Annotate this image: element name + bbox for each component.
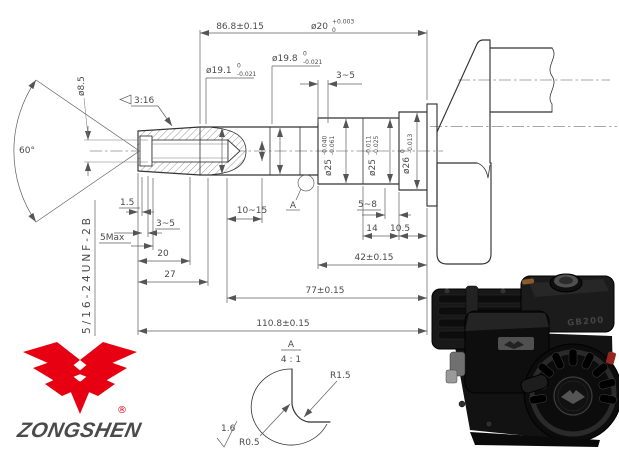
dia20-sup: +0.003 <box>332 19 354 26</box>
shaft-section-view <box>138 127 247 175</box>
dim-20-label: 20 <box>157 249 169 259</box>
dim-5max: 5Max <box>99 178 154 250</box>
dia25-a-base: ø25 <box>324 159 334 176</box>
dia19-8-sub: -0.021 <box>303 59 323 66</box>
dim-1-5-label: 1.5 <box>120 198 134 208</box>
dim-10-5: 10.5 <box>390 224 427 239</box>
dim-dia20: ø20 +0.003 0 <box>311 19 354 35</box>
dia26-base: ø26 <box>402 157 412 174</box>
thread-spec-label: 5/16-24UNF-2B <box>81 215 93 334</box>
dia26-sup: 0 <box>400 149 407 153</box>
dim-10-15-label: 10~15 <box>237 206 267 216</box>
shaft-outline <box>137 111 428 191</box>
dia19-8-sup: 0 <box>303 51 307 58</box>
dia25-b-sup: -0.011 <box>366 135 373 155</box>
dim-14: 14 <box>362 186 400 240</box>
dim-dia25-a: ø25 -0.040 -0.061 <box>322 135 337 176</box>
dim-3-5-left: 3~5 <box>114 176 180 237</box>
dia25-b-sub: -0.025 <box>373 135 380 155</box>
dim-dia25-b: ø25 -0.011 -0.025 <box>366 135 381 176</box>
dim-77: 77±0.15 <box>227 286 427 301</box>
dia20-sub: 0 <box>332 27 336 34</box>
dim-5-8-label: 5~8 <box>358 200 377 210</box>
dim-10-5-label: 10.5 <box>390 224 410 234</box>
dim-14-label: 14 <box>366 224 378 234</box>
registered-mark: ® <box>117 405 127 416</box>
detail-title: A <box>288 340 295 350</box>
pull-handle <box>520 374 549 394</box>
dia20-base: ø20 <box>311 22 328 32</box>
recoil-starter <box>520 343 619 443</box>
detail-marker-label: A <box>290 201 297 211</box>
dia25-a-sub: -0.061 <box>329 135 336 155</box>
dia-8-5-label: ø8.5 <box>77 76 87 96</box>
detail-view-a: A 4 : 1 R1.5 R0.5 1.6 <box>216 340 351 448</box>
break-line <box>549 47 555 112</box>
radius-r0-5-label: R0.5 <box>239 438 260 448</box>
engine-model-label: GB200 <box>567 315 605 328</box>
dim-10-15: 10~15 <box>226 178 267 303</box>
zongshen-logo-emblem <box>23 342 137 414</box>
dim-5-8: 5~8 <box>357 188 411 219</box>
dia26-sub: -0.013 <box>407 133 414 153</box>
surface-finish-symbol: 1.6 <box>216 420 238 448</box>
surface-finish-value: 1.6 <box>221 424 236 434</box>
taper-label: 3:16 <box>134 96 154 106</box>
emblem-wing-glyph <box>561 390 585 404</box>
dim-dia19-1: ø19.1 0 -0.021 <box>205 63 257 124</box>
crank-web <box>426 39 555 265</box>
zongshen-logo: ® ZONGSHEN <box>15 342 144 442</box>
dim-5max-label: 5Max <box>100 233 125 243</box>
radius-r1-5-label: R1.5 <box>330 371 351 381</box>
dim-42: 42±0.15 <box>317 186 428 335</box>
dim-86-8: 86.8±0.15 <box>199 22 428 124</box>
detail-scale: 4 : 1 <box>281 355 301 365</box>
dim-110-8-label: 110.8±0.15 <box>256 319 309 329</box>
dim-110-8: 110.8±0.15 <box>137 173 427 335</box>
red-accent <box>606 351 616 365</box>
brand-name: ZONGSHEN <box>15 419 144 442</box>
taper-callout: 3:16 <box>119 94 173 127</box>
dim-3-5-top-label: 3~5 <box>336 71 355 81</box>
dim-27-label: 27 <box>164 270 175 280</box>
engine-photo: GB200 <box>431 273 619 447</box>
dim-42-label: 42±0.15 <box>354 253 393 263</box>
engine-details <box>445 351 600 447</box>
throttle-lever <box>522 278 535 285</box>
detail-marker: A <box>286 174 315 211</box>
dia19-1-sup: 0 <box>237 63 241 70</box>
dim-dia26: ø26 0 -0.013 <box>400 133 415 174</box>
broken-out-boundary <box>211 127 247 175</box>
countersink-dimension: 60° ø8.5 <box>13 76 148 223</box>
dia19-8-base: ø19.8 <box>272 54 298 64</box>
dia25-a-sup: -0.040 <box>322 135 329 155</box>
drill-point <box>227 139 241 163</box>
dim-27: 27 <box>138 178 209 286</box>
angle-60-label: 60° <box>19 146 35 156</box>
dim-86-8-label: 86.8±0.15 <box>216 22 264 32</box>
dim-dia19-8: ø19.8 0 -0.021 <box>271 51 323 124</box>
detail-boundary <box>250 368 328 446</box>
centerlines <box>90 79 617 152</box>
crank-pin <box>489 47 555 113</box>
thread-callout: 5/16-24UNF-2B <box>81 200 96 336</box>
dia19-1-sub: -0.021 <box>237 71 257 78</box>
diameter-arrows <box>219 113 420 189</box>
dia19-1-base: ø19.1 <box>206 66 232 76</box>
taper-symbol <box>119 94 132 105</box>
fuel-cap <box>549 273 583 293</box>
dim-3-5-left-label: 3~5 <box>156 219 175 229</box>
dia25-b-base: ø25 <box>368 159 378 176</box>
dim-1-5: 1.5 <box>119 177 154 216</box>
dim-20: 20 <box>138 177 191 265</box>
dim-3-5-top: 3~5 <box>300 71 362 123</box>
dim-77-label: 77±0.15 <box>305 286 344 296</box>
